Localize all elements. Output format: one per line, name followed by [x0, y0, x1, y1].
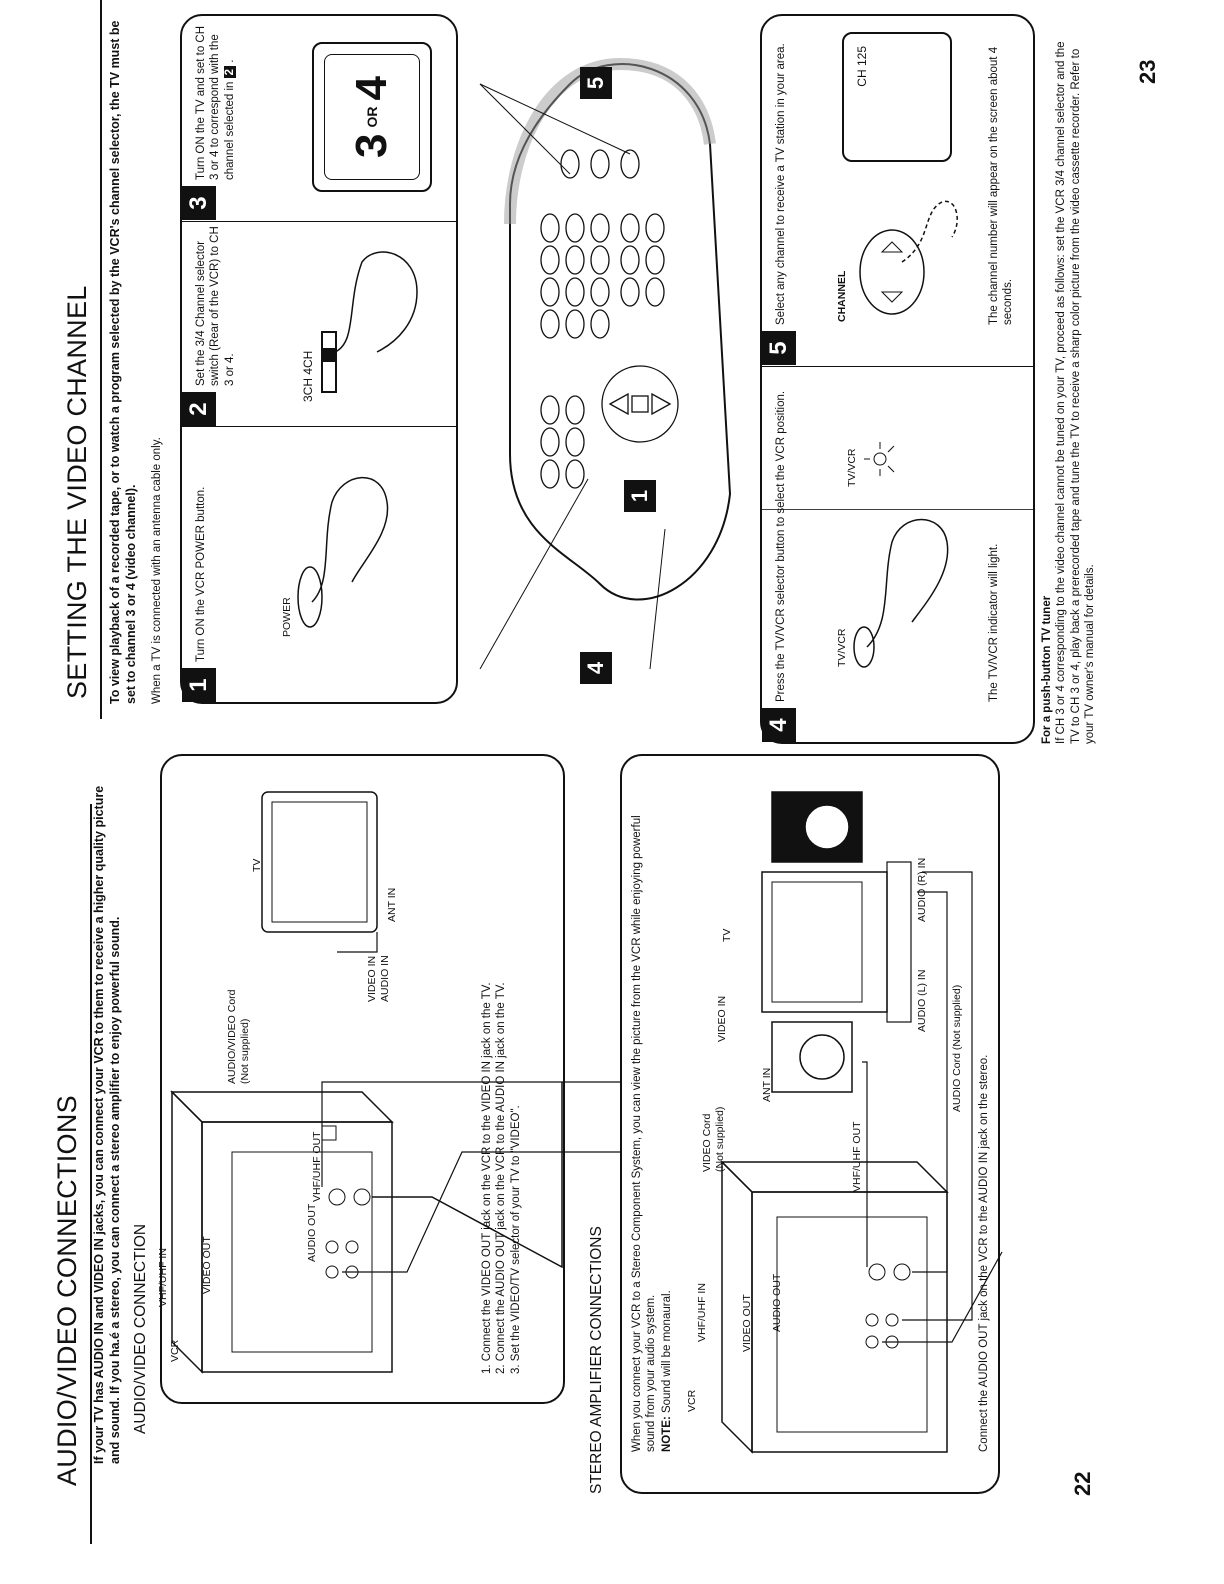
video-cord-label: VIDEO Cord — [701, 1113, 713, 1172]
step-4-sub: The TV/VCR indicator will light. — [988, 543, 1000, 702]
steps-1-3-box: 1 Turn ON the VCR POWER button. POWER 2 … — [180, 14, 458, 704]
tv-vcr-indicator-label: TV/VCR — [846, 448, 858, 487]
stereo-audio-out-label: AUDIO OUT — [771, 1273, 783, 1332]
3ch-4ch-label: 3CH 4CH — [301, 350, 315, 402]
callout-1: 1 — [624, 480, 656, 512]
hand-switch-icon — [321, 251, 418, 393]
step-3-ref-badge: 2 — [223, 65, 236, 79]
av-step-1: 1. Connect the VIDEO OUT jack on the VCR… — [481, 982, 493, 1374]
stereo-vcr-label: VCR — [686, 1389, 698, 1412]
stereo-video-out-label: VIDEO OUT — [741, 1294, 753, 1352]
step-3-text: Turn ON the TV and set to CH 3 or 4 to c… — [195, 25, 236, 180]
vhf-uhf-in-label: VHF/UHF IN — [157, 1248, 169, 1307]
step-4-number: 4 — [762, 708, 796, 742]
stereo-connection-diagram — [720, 791, 1003, 1454]
channel-display-screen: CH 125 — [842, 32, 952, 162]
remote-control-illustration — [479, 57, 732, 670]
stereo-vhf-uhf-out-label: VHF/UHF OUT — [851, 1121, 863, 1192]
tv-channel-screen: 3 OR 4 — [312, 42, 432, 192]
push-button-text: If CH 3 or 4 corresponding to the video … — [1055, 41, 1097, 744]
left-page-number: 22 — [1070, 1471, 1095, 1496]
audio-in-label: AUDIO IN — [379, 955, 391, 1002]
video-in-label: VIDEO IN — [366, 955, 378, 1002]
indicator-light-icon — [864, 442, 895, 476]
audio-cord-label: AUDIO Cord (Not supplied) — [951, 984, 963, 1112]
step-3-number: 3 — [182, 186, 216, 220]
audio-out-label: AUDIO OUT — [306, 1203, 318, 1262]
ant-in-label: ANT IN — [386, 887, 398, 922]
callout-4: 4 — [580, 652, 612, 684]
stereo-section-heading: STEREO AMPLIFIER CONNECTIONS — [588, 1226, 605, 1494]
stereo-tv-label: TV — [721, 928, 733, 942]
tv-digit-3: 3 — [347, 133, 396, 158]
channel-label: CHANNEL — [836, 270, 848, 322]
stereo-connection-box: When you connect your VCR to a Stereo Co… — [620, 754, 1003, 1494]
channel-display-text: CH 125 — [855, 46, 869, 87]
tv-digit-4: 4 — [347, 76, 396, 101]
av-connection-box: VCR VHF/UHF IN VIDEO OUT AUDIO OUT VHF/U… — [157, 754, 682, 1404]
antenna-note: When a TV is connected with an antenna c… — [151, 437, 163, 704]
step-5-number: 5 — [762, 331, 796, 365]
av-step-2: 2. Connect the AUDIO OUT jack on the VCR… — [495, 982, 508, 1374]
vcr-label: VCR — [169, 1339, 181, 1362]
stereo-vhf-uhf-in-label: VHF/UHF IN — [696, 1283, 708, 1342]
callout-5: 5 — [580, 67, 612, 99]
av-section-heading: AUDIO/VIDEO CONNECTION — [132, 1223, 149, 1434]
av-step-3: 3. Set the VIDEO/TV selector of your TV … — [509, 1105, 522, 1374]
step-4-text: Press the TV/VCR selector button to sele… — [775, 390, 787, 702]
stereo-footer: Connect the AUDIO OUT jack on the VCR to… — [978, 1054, 990, 1452]
stereo-video-in-label: VIDEO IN — [716, 995, 728, 1042]
left-intro: If your TV has AUDIO IN and VIDEO IN jac… — [92, 785, 122, 1464]
vhf-uhf-out-label: VHF/UHF OUT — [311, 1131, 323, 1202]
push-button-note: For a push-button TV tuner If CH 3 or 4 … — [1040, 24, 1098, 744]
step-5-text: Select any channel to receive a TV stati… — [775, 43, 787, 325]
tv-label: TV — [251, 858, 263, 872]
step-5-sub: The channel number will appear on the sc… — [988, 46, 1015, 325]
push-button-heading: For a push-button TV tuner — [1041, 595, 1053, 744]
right-page-title: SETTING THE VIDEO CHANNEL — [62, 285, 92, 699]
video-cord-note: (Not supplied) — [714, 1106, 726, 1172]
step-2-text: Set the 3/4 Channel selector switch (Rea… — [195, 226, 236, 386]
stereo-ant-in-label: ANT IN — [761, 1067, 773, 1102]
step-1-number: 1 — [182, 668, 216, 702]
right-page-number: 23 — [1135, 59, 1160, 84]
av-cord-note: (Not supplied) — [239, 1018, 251, 1084]
av-cord-label: AUDIO/VIDEO Cord — [226, 989, 238, 1084]
audio-r-in-label: AUDIO (R) IN — [916, 857, 928, 922]
right-intro: To view playback of a recorded tape, or … — [108, 20, 138, 705]
left-page-title: AUDIO/VIDEO CONNECTIONS — [52, 1095, 82, 1486]
hand-press-power-icon — [297, 476, 389, 628]
av-steps: 1. Connect the VIDEO OUT jack on the VCR… — [480, 774, 523, 1374]
audio-l-in-label: AUDIO (L) IN — [916, 969, 928, 1032]
hand-press-tv-vcr-icon — [853, 518, 949, 668]
hand-channel-buttons-icon — [859, 200, 958, 315]
step-1-text: Turn ON the VCR POWER button. — [195, 486, 207, 662]
steps-4-5-box: 4 Press the TV/VCR selector button to se… — [760, 14, 1035, 744]
video-out-label: VIDEO OUT — [201, 1236, 213, 1294]
tv-or: OR — [364, 106, 380, 128]
right-title-rule — [100, 0, 102, 719]
av-connection-diagram — [170, 791, 682, 1374]
tv-vcr-button-label: TV/VCR — [836, 628, 848, 667]
step-2-number: 2 — [182, 392, 216, 426]
